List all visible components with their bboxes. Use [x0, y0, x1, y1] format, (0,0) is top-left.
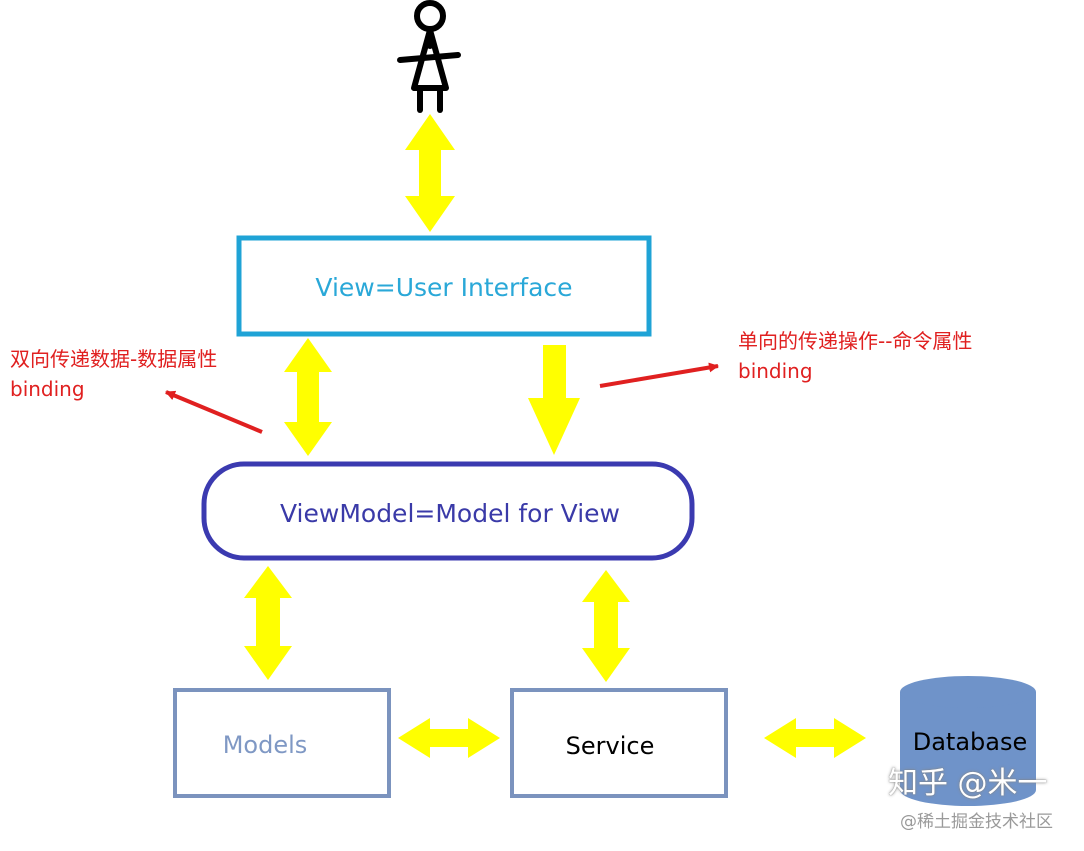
arrow-viewmodel-service [582, 570, 630, 682]
arrow-models-service [398, 718, 500, 758]
watermark-juejin: @稀土掘金技术社区 [900, 812, 1053, 832]
annotation-right: 单向的传递操作--命令属性 binding [738, 326, 972, 386]
service-box [510, 688, 728, 798]
annotation-left: 双向传递数据-数据属性 binding [10, 344, 217, 404]
view-box [236, 235, 652, 337]
arrow-person-view [405, 114, 455, 232]
arrow-service-database [764, 718, 866, 758]
annotation-left-line2: binding [10, 377, 85, 401]
arrow-viewmodel-models [244, 566, 292, 680]
service-label: Service [566, 732, 655, 760]
person-icon [397, 0, 461, 113]
viewmodel-box [201, 461, 695, 561]
annotation-arrow-left [165, 390, 263, 434]
models-box [173, 688, 391, 798]
database-icon [900, 676, 1036, 806]
models-label: Models [223, 731, 308, 759]
annotation-right-line1: 单向的传递操作--命令属性 [738, 329, 973, 353]
annotation-arrow-right [599, 362, 719, 388]
annotation-right-line2: binding [738, 359, 813, 383]
view-label: View=User Interface [315, 273, 572, 302]
viewmodel-label: ViewModel=Model for View [280, 499, 620, 528]
database-label: Database [913, 728, 1028, 756]
annotation-left-line1: 双向传递数据-数据属性 [10, 347, 218, 371]
arrow-view-viewmodel-oneway [528, 345, 580, 455]
watermark-zhihu: 知乎 @米一 [888, 766, 1048, 801]
arrow-view-viewmodel-twoway [284, 338, 332, 456]
